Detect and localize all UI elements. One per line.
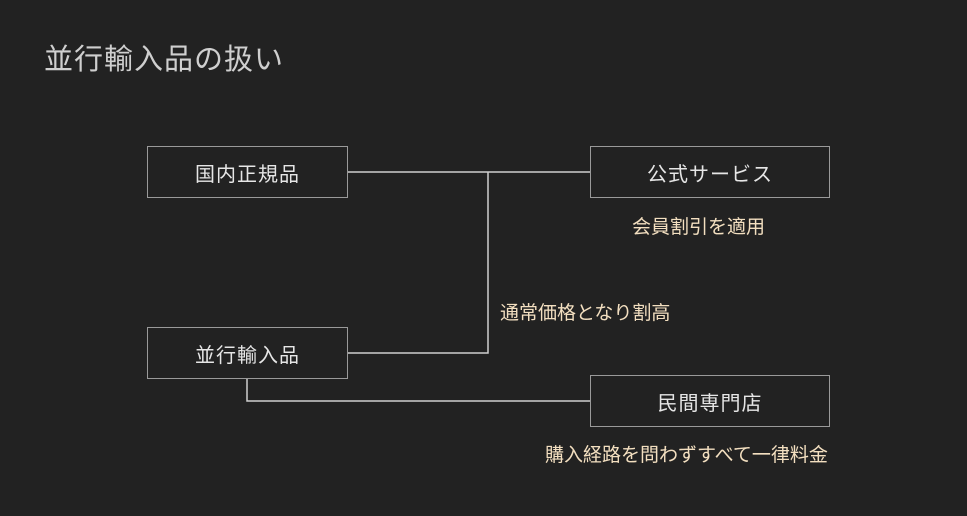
connector-parallel-to-private xyxy=(246,379,590,402)
slide-title: 並行輸入品の扱い xyxy=(44,42,285,76)
parallel-price-note: 通常価格となり割高 xyxy=(500,302,671,324)
connector-parallel-to-official xyxy=(348,172,489,354)
official-discount-note: 会員割引を適用 xyxy=(632,216,766,238)
private-shop-box: 民間専門店 xyxy=(590,375,830,427)
official-service-box: 公式サービス xyxy=(590,146,830,198)
private-flat-fee-note: 購入経路を問わずすべて一律料金 xyxy=(545,444,828,466)
domestic-product-box: 国内正規品 xyxy=(147,146,348,198)
parallel-import-box: 並行輸入品 xyxy=(147,327,348,379)
